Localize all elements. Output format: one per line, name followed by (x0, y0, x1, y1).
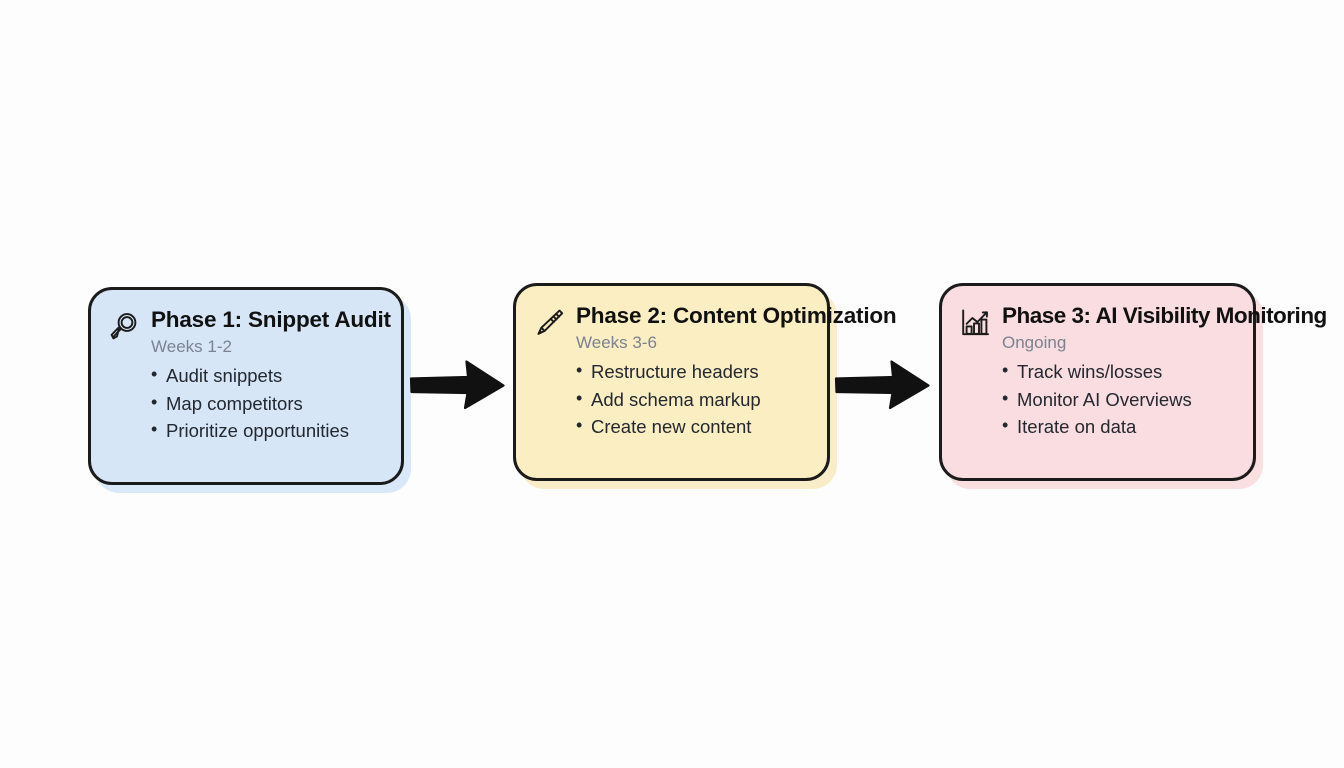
phase-card-1[interactable]: Phase 1: Snippet Audit Weeks 1-2 Audit s… (88, 287, 404, 485)
phase-card-3-bullets: Track wins/losses Monitor AI Overviews I… (1002, 357, 1235, 441)
list-item: Map competitors (151, 389, 383, 418)
right-arrow-icon (833, 355, 933, 415)
phase-card-1-title: Phase 1: Snippet Audit (151, 307, 391, 332)
phase-card-1-subtitle: Weeks 1-2 (151, 337, 232, 356)
phase-card-3-body: Phase 3: AI Visibility Monitoring Ongoin… (1002, 302, 1327, 441)
list-item: Audit snippets (151, 361, 383, 390)
list-item: Track wins/losses (1002, 357, 1235, 386)
list-item: Add schema markup (576, 385, 809, 414)
phase-card-2-subtitle: Weeks 3-6 (576, 333, 657, 352)
list-item: Prioritize opportunities (151, 416, 383, 445)
phase-card-2-body: Phase 2: Content Optimization Weeks 3-6 … (576, 302, 897, 441)
phase-card-1-body: Phase 1: Snippet Audit Weeks 1-2 Audit s… (151, 306, 391, 445)
phase-card-3-subtitle: Ongoing (1002, 333, 1067, 352)
phase-card-3[interactable]: Phase 3: AI Visibility Monitoring Ongoin… (939, 283, 1327, 481)
list-item: Restructure headers (576, 357, 809, 386)
magnifying-glass-icon (107, 310, 141, 344)
phase-card-2-bullets: Restructure headers Add schema markup Cr… (576, 357, 809, 441)
right-arrow-icon (408, 355, 508, 415)
phase-card-3-title: Phase 3: AI Visibility Monitoring (1002, 303, 1327, 328)
list-item: Iterate on data (1002, 412, 1235, 441)
pencil-icon (532, 306, 566, 340)
list-item: Create new content (576, 412, 809, 441)
phase-card-1-bullets: Audit snippets Map competitors Prioritiz… (151, 361, 383, 445)
phase-card-2[interactable]: Phase 2: Content Optimization Weeks 3-6 … (513, 283, 897, 481)
bar-chart-trend-icon (958, 306, 992, 340)
phase-card-2-title: Phase 2: Content Optimization (576, 303, 897, 328)
list-item: Monitor AI Overviews (1002, 385, 1235, 414)
